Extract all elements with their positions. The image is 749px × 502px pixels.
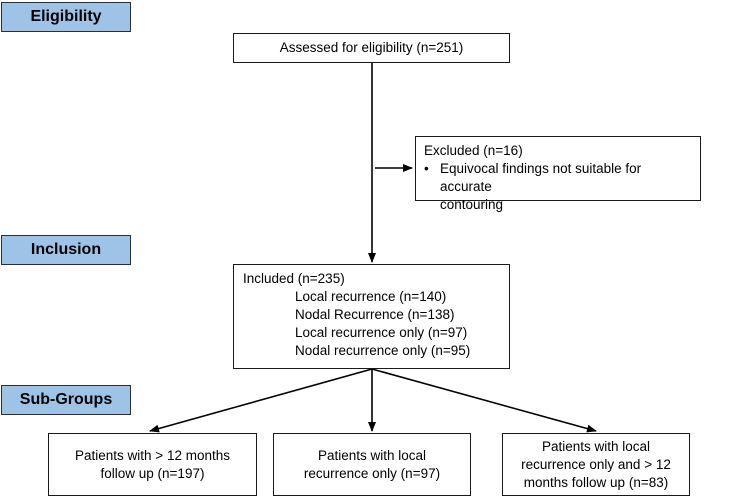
stage-label-subgroups-text: Sub-Groups: [19, 391, 113, 408]
stage-label-eligibility: Eligibility: [1, 2, 131, 32]
subgroup-arrow-left: [149, 368, 373, 433]
included-item: Local recurrence only (n=97): [295, 325, 468, 340]
stage-label-eligibility-text: Eligibility: [30, 8, 102, 25]
subgroup-local-followup-line2: recurrence only and > 12: [521, 456, 671, 472]
excluded-reason-line1: Equivocal findings not suitable for accu…: [440, 161, 642, 194]
stage-label-inclusion: Inclusion: [1, 235, 131, 265]
subgroup-local-only-line1: Patients with local: [317, 447, 427, 463]
subgroup-local-followup-line1: Patients with local: [541, 438, 651, 454]
included-box: Included (n=235) Local recurrence (n=140…: [233, 264, 510, 369]
excluded-reason-text: Equivocal findings not suitable for accu…: [440, 160, 692, 214]
assessed-text: Assessed for eligibility (n=251): [279, 40, 464, 55]
included-item: Local recurrence (n=140): [295, 289, 447, 304]
excluded-reason-line2: contouring: [440, 197, 504, 212]
bullet-icon: •: [424, 161, 429, 176]
subgroup-arrow-right: [371, 368, 597, 433]
subgroup-box-followup: Patients with > 12 months follow up (n=1…: [48, 433, 257, 496]
subgroup-box-local-only: Patients with local recurrence only (n=9…: [273, 433, 471, 496]
subgroup-followup-line1: Patients with > 12 months: [75, 447, 230, 463]
subgroup-local-only-line2: recurrence only (n=97): [303, 465, 441, 481]
stage-label-inclusion-text: Inclusion: [30, 241, 102, 258]
subgroup-followup-line2: follow up (n=197): [100, 465, 205, 481]
subgroup-box-local-only-followup: Patients with local recurrence only and …: [502, 433, 690, 496]
subgroup-local-followup-line3: months follow up (n=83): [523, 474, 669, 490]
included-item: Nodal recurrence only (n=95): [295, 343, 471, 358]
included-item: Nodal Recurrence (n=138): [295, 307, 455, 322]
stage-label-subgroups: Sub-Groups: [1, 385, 131, 415]
assessed-box: Assessed for eligibility (n=251): [233, 33, 510, 63]
excluded-box: Excluded (n=16) • Equivocal findings not…: [415, 136, 701, 212]
excluded-title: Excluded (n=16): [424, 143, 523, 158]
excluded-reason: • Equivocal findings not suitable for ac…: [424, 160, 692, 214]
included-title: Included (n=235): [243, 271, 345, 286]
